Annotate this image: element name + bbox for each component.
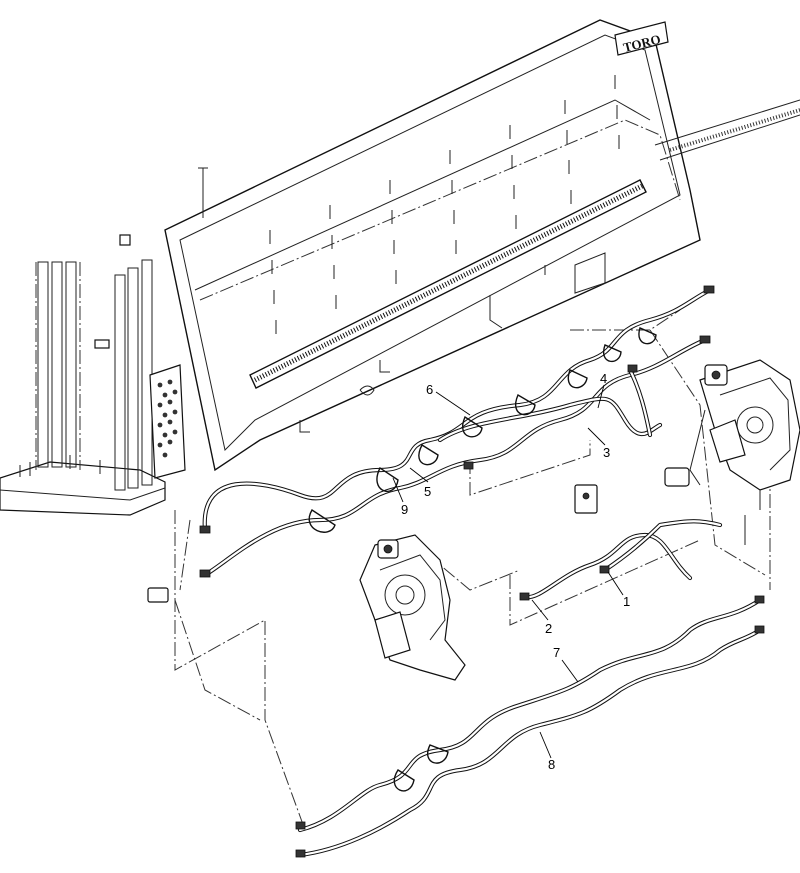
toro-logo: TORO <box>614 21 669 56</box>
left-tower <box>0 167 208 516</box>
fittings <box>199 285 765 858</box>
callout-1: 1 <box>623 594 630 609</box>
hose-7 <box>297 597 763 833</box>
callout-6: 6 <box>426 382 433 397</box>
hose-set <box>202 287 763 858</box>
hose-clamps <box>308 327 657 792</box>
left-gear-assembly <box>147 534 466 681</box>
callout-leaders <box>392 384 624 759</box>
callout-7: 7 <box>553 645 560 660</box>
callout-2: 2 <box>545 621 552 636</box>
machine-frame <box>164 19 800 472</box>
callout-9: 9 <box>401 502 408 517</box>
routing-lines <box>174 309 771 831</box>
callouts: 1 2 3 4 5 6 7 8 9 <box>401 371 630 772</box>
callout-8: 8 <box>548 757 555 772</box>
callout-4: 4 <box>600 371 607 386</box>
right-gear-assembly <box>574 359 800 545</box>
hose-8 <box>297 627 763 858</box>
callout-5: 5 <box>424 484 431 499</box>
callout-3: 3 <box>603 445 610 460</box>
